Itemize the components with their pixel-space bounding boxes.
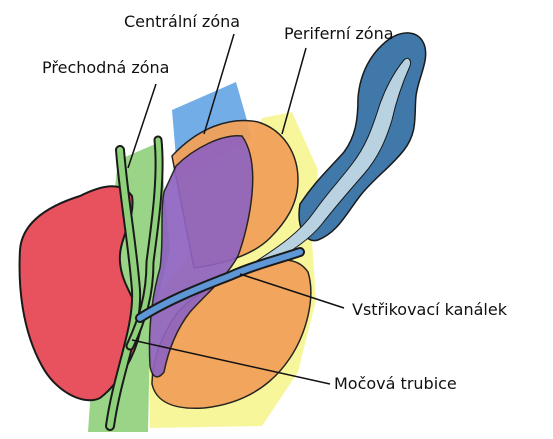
- label-ejaculatory-duct: Vstřikovací kanálek: [352, 302, 507, 318]
- label-transition-zone: Přechodná zóna: [42, 60, 169, 76]
- label-peripheral-zone: Periferní zóna: [284, 26, 394, 42]
- label-urethra: Močová trubice: [334, 376, 457, 392]
- label-central-zone: Centrální zóna: [124, 14, 240, 30]
